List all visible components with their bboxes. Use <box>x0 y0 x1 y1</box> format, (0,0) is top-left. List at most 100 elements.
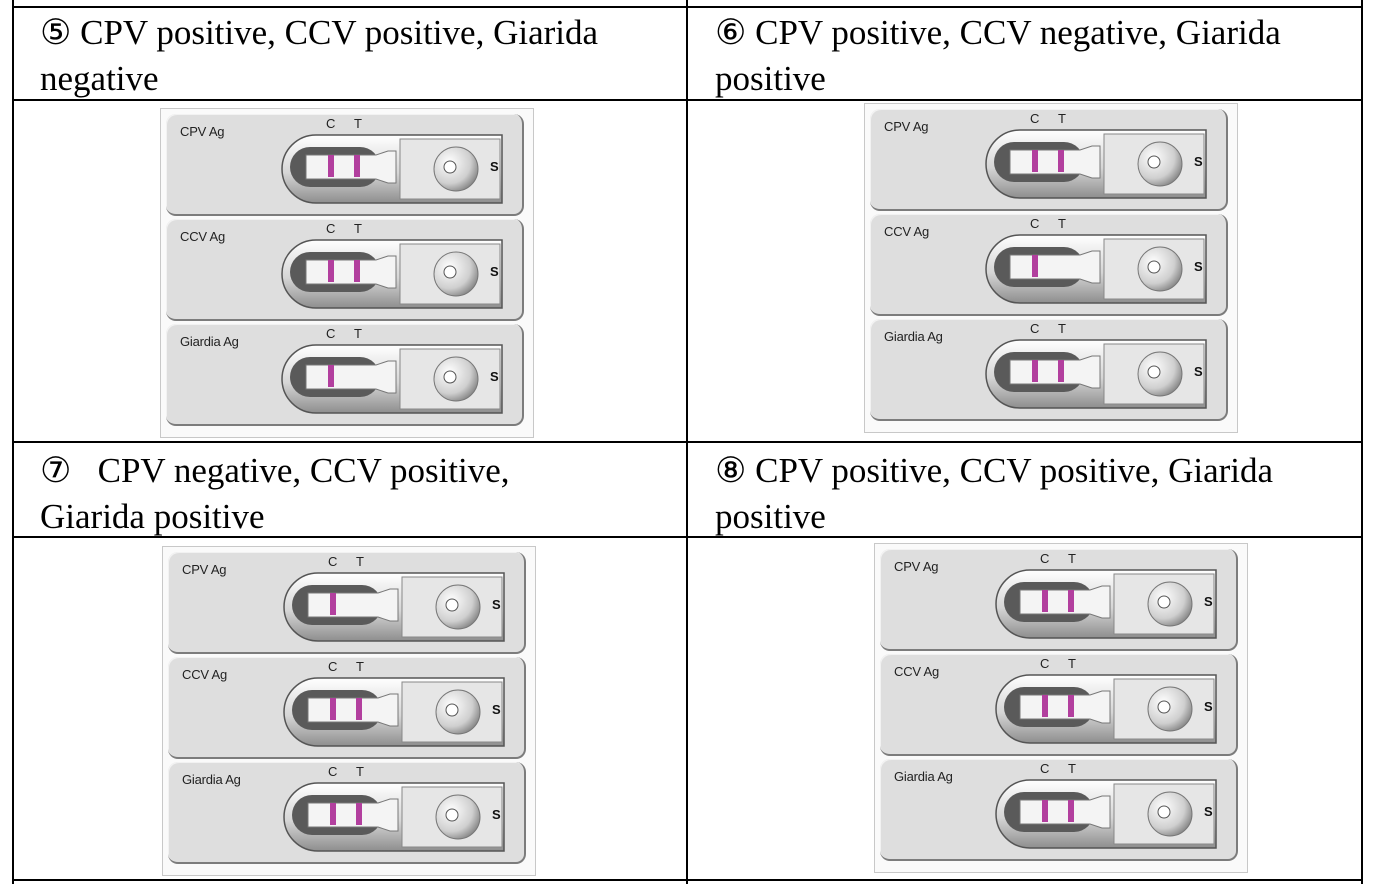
control-band <box>330 803 336 825</box>
test-strip: Giardia Ag C T S <box>880 759 1238 861</box>
control-band <box>328 365 334 387</box>
test-line-label: T <box>354 116 362 131</box>
table-left-border <box>12 0 14 884</box>
control-band <box>330 593 336 615</box>
control-line-label: C <box>326 221 336 236</box>
control-band <box>1032 150 1038 172</box>
test-line-label: T <box>356 554 364 569</box>
test-strip: CCV Ag C T S <box>166 219 524 321</box>
cassette-outline <box>283 677 505 747</box>
control-band <box>1042 590 1048 612</box>
test-cassette: S <box>990 564 1222 644</box>
cassette-outline <box>283 572 505 642</box>
test-strip: Giardia Ag C T S <box>870 319 1228 421</box>
test-band <box>1058 360 1064 382</box>
control-line-label: C <box>1040 551 1050 566</box>
cassette-outline <box>995 674 1217 744</box>
test-band <box>1068 800 1074 822</box>
control-band <box>1032 360 1038 382</box>
test-cassette: S <box>278 672 510 752</box>
test-line-label: T <box>356 659 364 674</box>
test-line-label: T <box>1058 111 1066 126</box>
strip-label: CPV Ag <box>180 124 225 139</box>
sample-well-label: S <box>1204 594 1213 609</box>
sample-well-label: S <box>1194 259 1203 274</box>
test-strip: CCV Ag C T S <box>870 214 1228 316</box>
control-band <box>328 155 334 177</box>
control-band <box>1042 800 1048 822</box>
test-line-label: T <box>1058 321 1066 336</box>
strip-label: Giardia Ag <box>180 334 239 349</box>
sample-well-label: S <box>492 807 501 822</box>
strip-label: CCV Ag <box>894 664 940 679</box>
sample-well-label: S <box>490 369 499 384</box>
test-band <box>1068 590 1074 612</box>
control-band <box>328 260 334 282</box>
strip-label: CCV Ag <box>884 224 930 239</box>
test-band <box>356 698 362 720</box>
test-line-label: T <box>1058 216 1066 231</box>
test-cassette: S <box>980 334 1212 414</box>
cassette-outline <box>281 239 503 309</box>
control-line-label: C <box>326 116 336 131</box>
test-strip: CPV Ag C T S <box>166 114 524 216</box>
cassette-outline <box>283 782 505 852</box>
test-band <box>354 155 360 177</box>
test-cassette: S <box>980 229 1212 309</box>
sample-well-label: S <box>492 702 501 717</box>
test-cassette: S <box>276 129 508 209</box>
control-line-label: C <box>1040 761 1050 776</box>
cassette-outline <box>985 234 1207 304</box>
test-band <box>1058 150 1064 172</box>
table-right-border <box>1361 0 1363 884</box>
test-cassette: S <box>980 124 1212 204</box>
test-line-label: T <box>356 764 364 779</box>
control-line-label: C <box>1030 321 1040 336</box>
sample-well-label: S <box>492 597 501 612</box>
cell-caption: ⑦ CPV negative, CCV positive, Giarida po… <box>40 451 519 536</box>
test-cassette: S <box>990 774 1222 854</box>
cassette-outline <box>985 129 1207 199</box>
test-line-label: T <box>1068 761 1076 776</box>
strip-label: Giardia Ag <box>182 772 241 787</box>
test-line-label: T <box>354 326 362 341</box>
sample-well-label: S <box>490 264 499 279</box>
cell-caption: ⑥ CPV positive, CCV negative, Giarida po… <box>715 13 1290 98</box>
test-cassette: S <box>276 339 508 419</box>
test-strip: Giardia Ag C T S <box>168 762 526 864</box>
test-strip: Giardia Ag C T S <box>166 324 524 426</box>
sample-well-label: S <box>490 159 499 174</box>
cell-caption: ⑧ CPV positive, CCV positive, Giarida po… <box>715 451 1282 536</box>
strip-label: Giardia Ag <box>894 769 953 784</box>
test-band <box>1068 695 1074 717</box>
test-panel-illustration: CPV Ag C T S CCV Ag C T S Giardia Ag C T S <box>160 108 534 438</box>
strip-label: CPV Ag <box>884 119 929 134</box>
control-line-label: C <box>1030 216 1040 231</box>
sample-well-label: S <box>1204 804 1213 819</box>
test-line-label: T <box>1068 656 1076 671</box>
sample-well-label: S <box>1194 364 1203 379</box>
control-band <box>1042 695 1048 717</box>
strip-label: CCV Ag <box>182 667 228 682</box>
test-line-label: T <box>354 221 362 236</box>
control-line-label: C <box>326 326 336 341</box>
cassette-outline <box>281 134 503 204</box>
cassette-outline <box>995 569 1217 639</box>
sample-well-label: S <box>1204 699 1213 714</box>
test-band <box>354 260 360 282</box>
control-line-label: C <box>328 764 338 779</box>
test-cassette: S <box>278 777 510 857</box>
strip-label: CPV Ag <box>182 562 227 577</box>
strip-label: CCV Ag <box>180 229 226 244</box>
strip-label: Giardia Ag <box>884 329 943 344</box>
table-center-border <box>686 0 688 884</box>
cassette-outline <box>995 779 1217 849</box>
cassette-outline <box>985 339 1207 409</box>
cassette-outline <box>281 344 503 414</box>
